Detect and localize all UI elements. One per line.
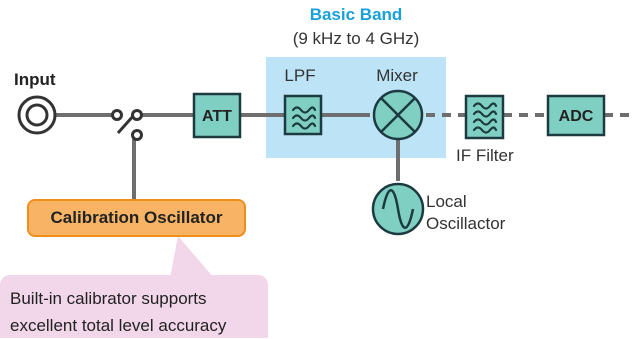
input-label: Input [14, 70, 56, 89]
callout-line2: excellent total level accuracy [10, 316, 227, 335]
calibration-oscillator-box: Calibration Oscillator [27, 199, 246, 237]
adc-block: ADC [546, 94, 606, 137]
local-oscillator-label: Local Oscillactor [426, 191, 505, 235]
lpf-filter-icon [291, 106, 317, 130]
if-filter-label: IF Filter [456, 146, 514, 165]
callout-text: Built-in calibrator supports excellent t… [10, 285, 226, 339]
signal-path [56, 113, 400, 200]
local-oscillator-icon [371, 182, 425, 236]
adc-label: ADC [559, 108, 594, 125]
att-block: ATT [192, 92, 242, 139]
att-label: ATT [202, 108, 232, 125]
band-range: (9 kHz to 4 GHz) [292, 29, 420, 48]
band-title: Basic Band [309, 5, 403, 24]
local-oscillator-line2: Oscillactor [426, 214, 506, 233]
lpf-block [283, 94, 323, 136]
mixer-label: Mixer [376, 66, 418, 85]
input-switch-icon [111, 109, 143, 141]
calibration-oscillator-label: Calibration Oscillator [50, 208, 223, 227]
if-filter-icon [472, 102, 498, 134]
if-filter-block [464, 94, 505, 140]
local-oscillator-line1: Local [426, 192, 467, 211]
callout-line1: Built-in calibrator supports [10, 289, 207, 308]
callout-pointer [170, 236, 214, 278]
lpf-label: LPF [284, 66, 316, 85]
callout-box [0, 275, 268, 338]
mixer-icon [372, 89, 424, 141]
input-connector-icon [17, 95, 57, 135]
